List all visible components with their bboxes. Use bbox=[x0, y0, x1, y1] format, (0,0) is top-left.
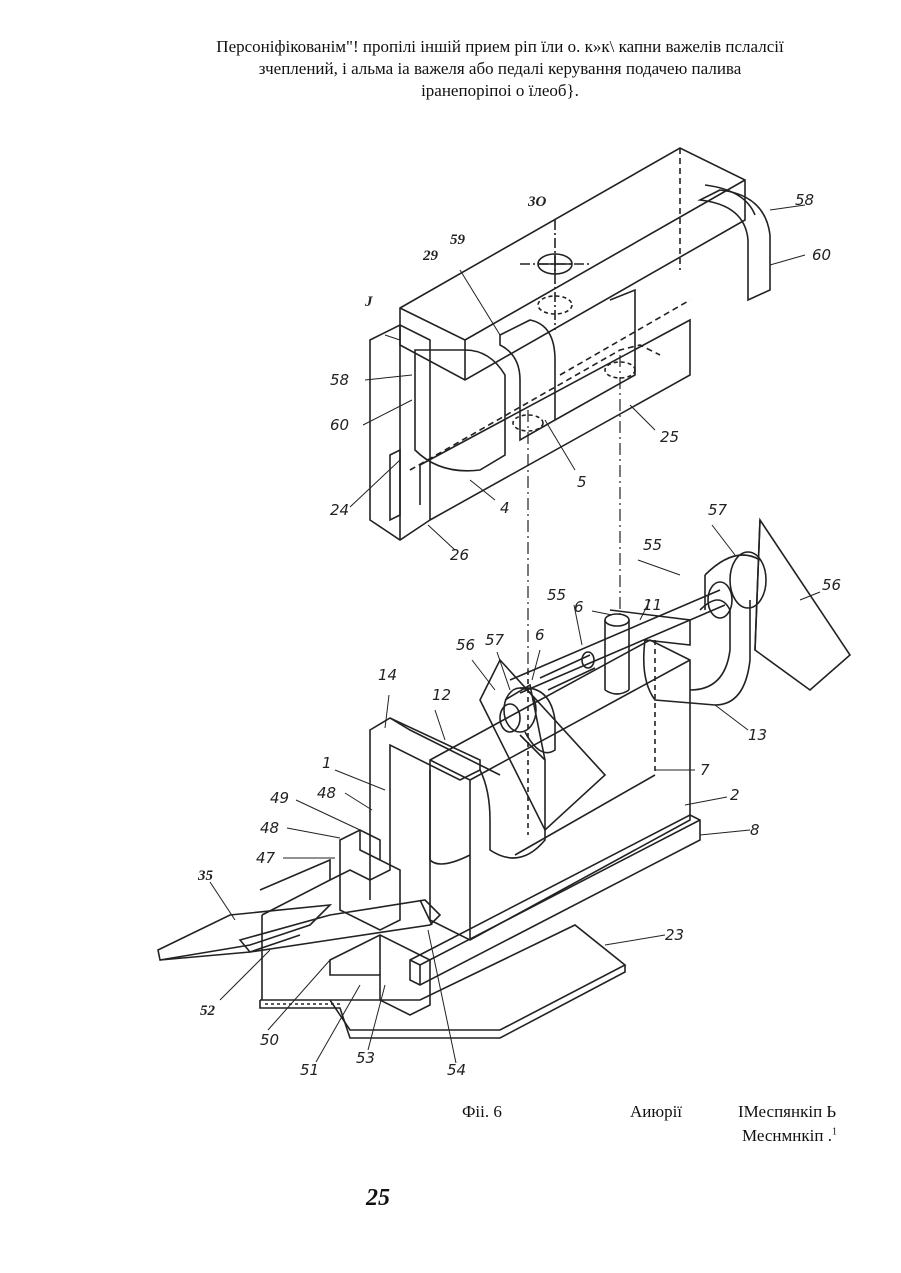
author-name-2: Меснмнкіп .1 bbox=[742, 1126, 837, 1146]
page-number: 25 bbox=[366, 1185, 390, 1212]
label-58-right: 58 bbox=[795, 191, 814, 209]
label-59: 59 bbox=[450, 232, 466, 248]
label-58-left: 58 bbox=[330, 371, 349, 389]
label-55-left: 55 bbox=[547, 586, 566, 604]
label-48-top: 48 bbox=[317, 784, 336, 802]
label-12: 12 bbox=[432, 686, 451, 704]
label-14: 14 bbox=[378, 666, 397, 684]
label-29: 29 bbox=[422, 248, 439, 264]
label-56-right: 56 bbox=[822, 576, 841, 594]
author-name-2-text: Меснмнкіп . bbox=[742, 1126, 832, 1145]
label-47: 47 bbox=[256, 849, 276, 867]
label-11: 11 bbox=[643, 596, 662, 614]
label-60-left: 60 bbox=[330, 416, 349, 434]
label-1: 1 bbox=[322, 754, 332, 772]
label-7: 7 bbox=[700, 761, 710, 779]
label-56-left: 56 bbox=[456, 636, 475, 654]
caption-line-1: Персоніфікованім"! пропілі іншій прием р… bbox=[120, 36, 880, 58]
label-57-left: 57 bbox=[485, 631, 505, 649]
label-8: 8 bbox=[750, 821, 760, 839]
label-23: 23 bbox=[665, 926, 684, 944]
label-57-right: 57 bbox=[708, 501, 728, 519]
label-26: 26 bbox=[450, 546, 469, 564]
label-2: 2 bbox=[730, 786, 740, 804]
figure-label: Фіі. 6 bbox=[462, 1102, 502, 1122]
leader-lines bbox=[210, 205, 820, 1063]
label-49: 49 bbox=[270, 789, 289, 807]
label-6-left: 6 bbox=[574, 598, 584, 616]
label-5: 5 bbox=[577, 473, 587, 491]
label-54: 54 bbox=[447, 1061, 466, 1079]
label-6-mid: 6 bbox=[535, 626, 545, 644]
label-30: 3O bbox=[527, 194, 547, 210]
author-name-1: IМеспянкіп Ь bbox=[738, 1102, 836, 1122]
label-J: J bbox=[364, 294, 373, 310]
label-50: 50 bbox=[260, 1031, 279, 1049]
author-name-2-sup: 1 bbox=[832, 1126, 837, 1137]
label-24: 24 bbox=[330, 501, 349, 519]
technical-drawing: 3O 59 29 J 58 60 58 60 25 24 4 5 26 57 5… bbox=[140, 140, 860, 1100]
label-48-lower: 48 bbox=[260, 819, 279, 837]
label-51: 51 bbox=[300, 1061, 319, 1079]
caption-line-3: іранепоріпоі о їлеоб}. bbox=[120, 80, 880, 102]
label-53: 53 bbox=[356, 1049, 375, 1067]
label-13: 13 bbox=[748, 726, 767, 744]
authors-heading: Аиюрії bbox=[630, 1102, 682, 1122]
upper-housing bbox=[370, 148, 770, 540]
label-52: 52 bbox=[200, 1003, 216, 1019]
label-4: 4 bbox=[500, 499, 510, 517]
figure-caption: Персоніфікованім"! пропілі іншій прием р… bbox=[120, 36, 880, 102]
label-35: 35 bbox=[197, 868, 214, 884]
label-25: 25 bbox=[660, 428, 679, 446]
label-60-right: 60 bbox=[812, 246, 831, 264]
caption-line-2: зчеплений, і альма іа важеля або педалі … bbox=[120, 58, 880, 80]
label-55-right: 55 bbox=[643, 536, 662, 554]
